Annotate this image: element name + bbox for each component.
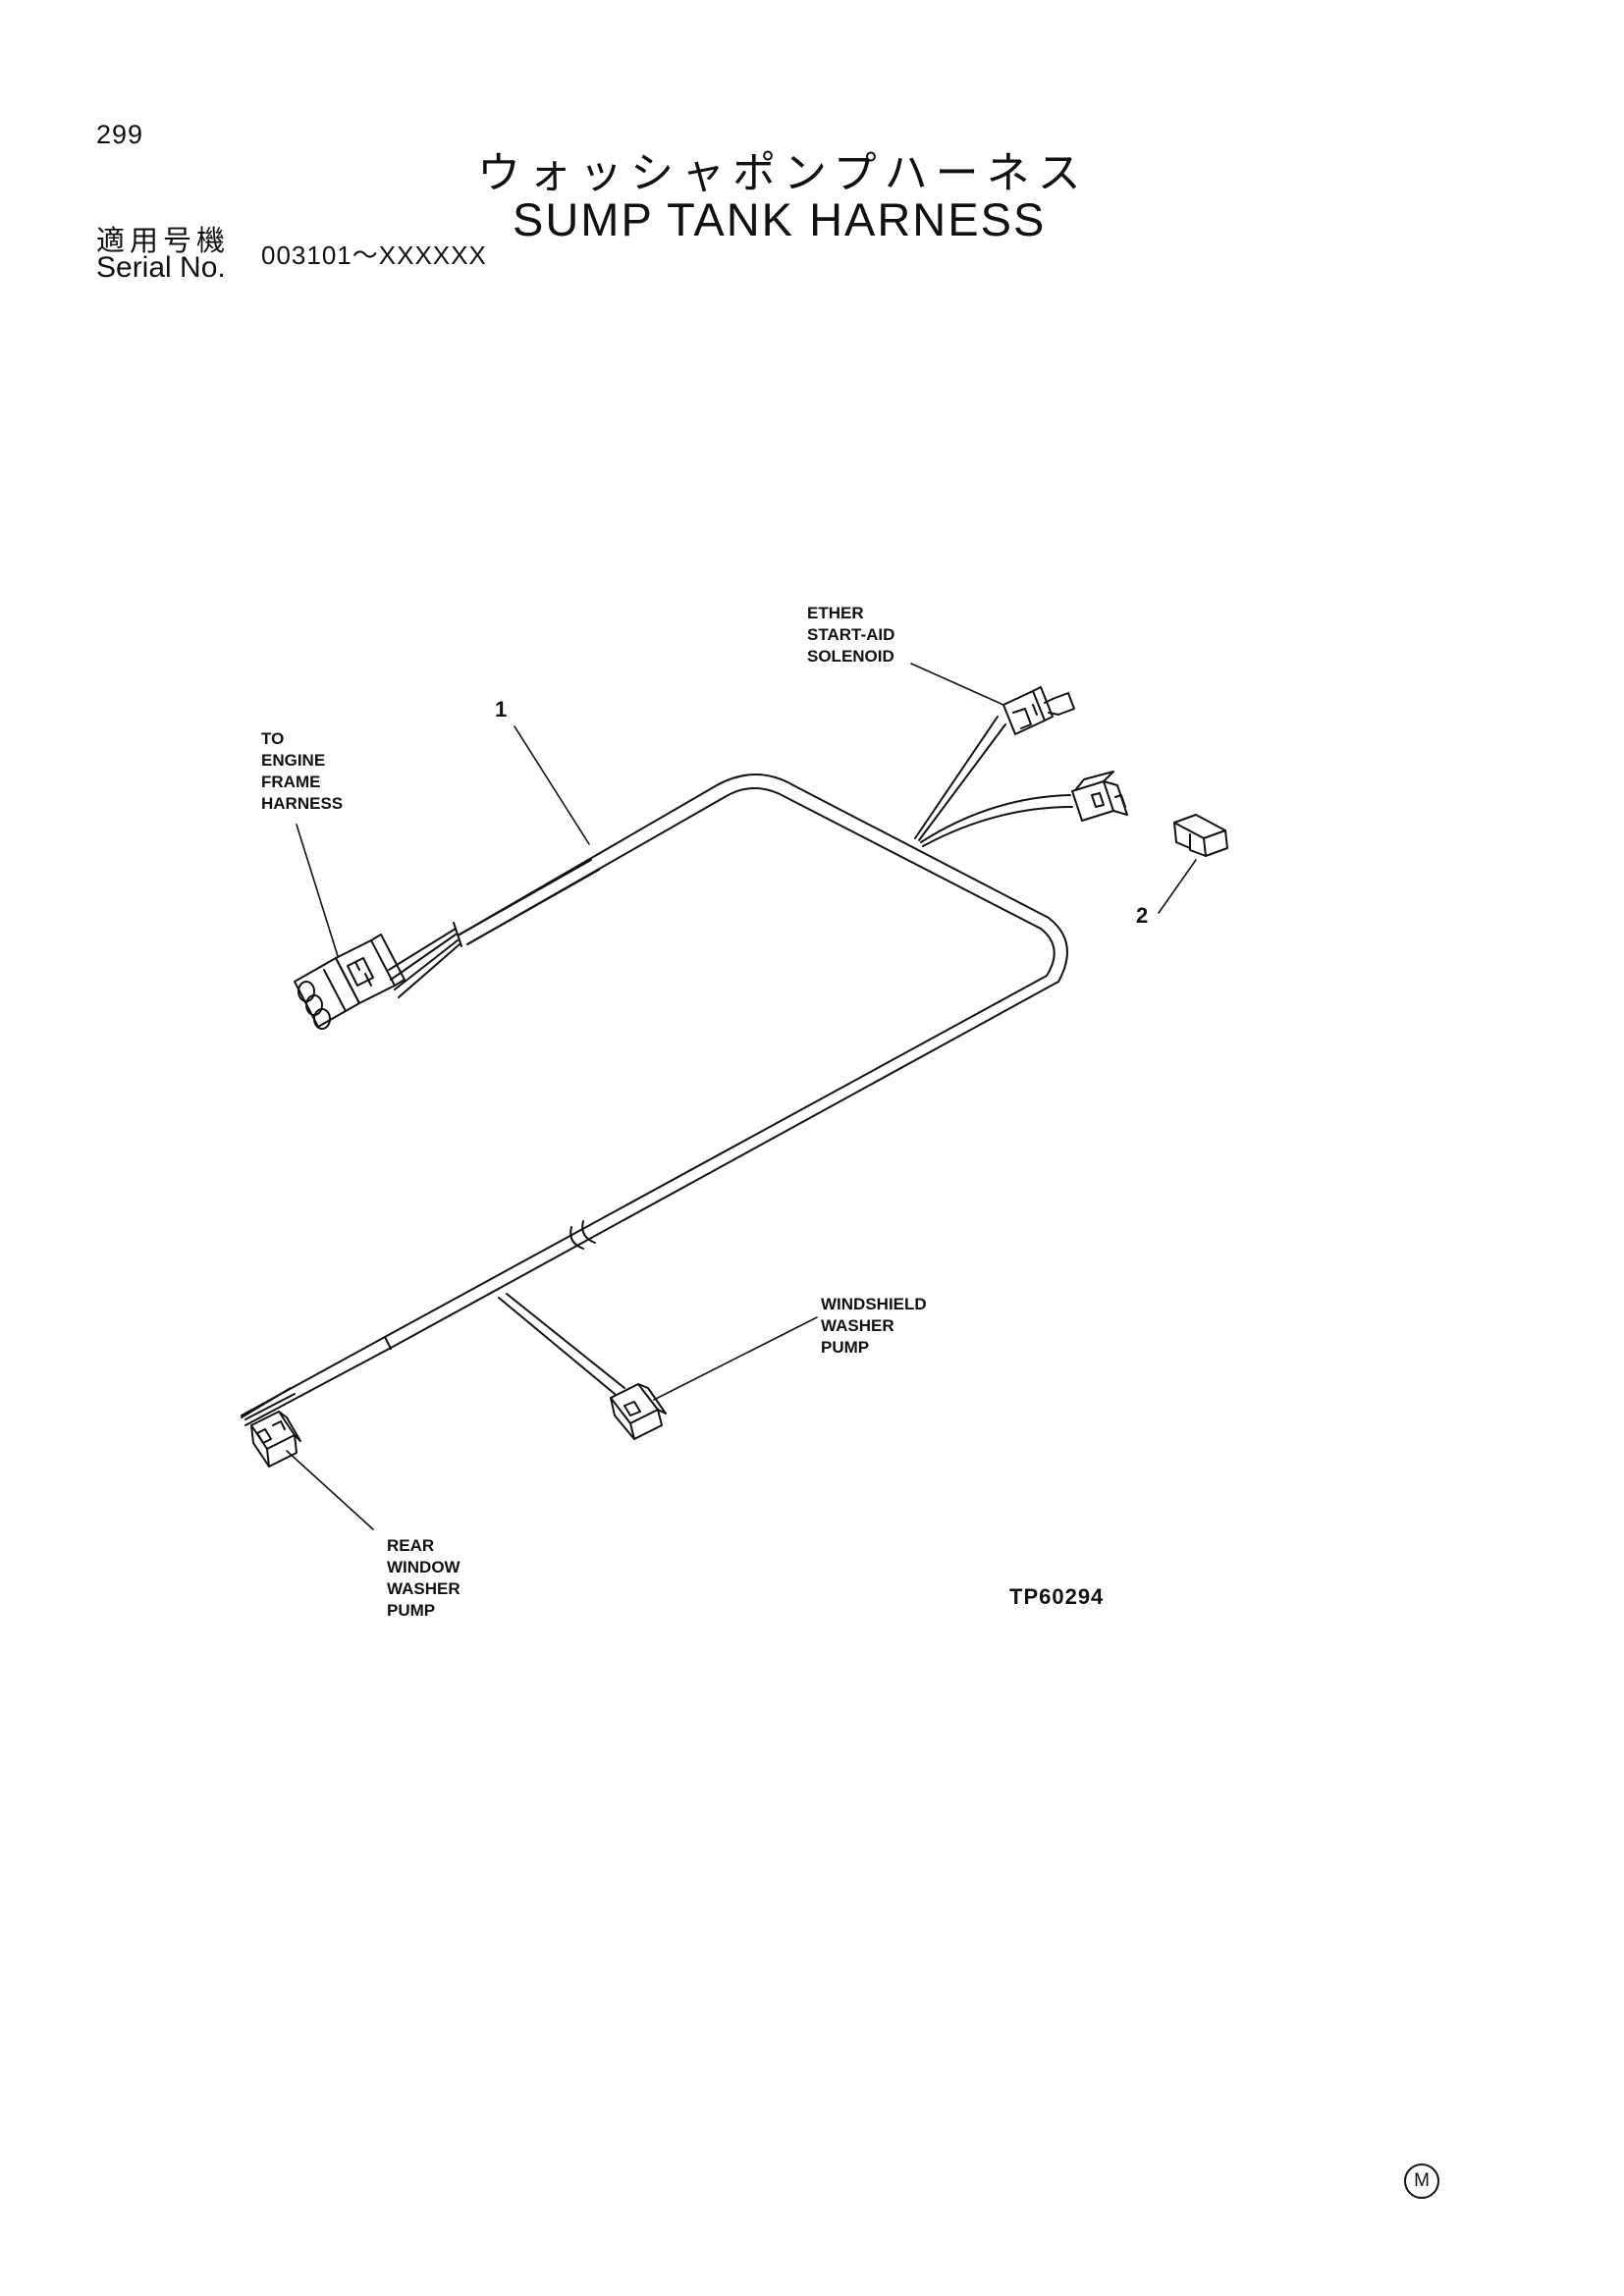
engine-connector-wires	[388, 928, 460, 998]
label-windshield-line-3: PUMP	[821, 1338, 869, 1357]
engine-frame-connector	[294, 934, 406, 1030]
connector-cap-part-2	[1173, 814, 1228, 857]
ether-branch-wires	[914, 716, 1073, 847]
rear-washer-connector	[250, 1411, 301, 1468]
page-number: 299	[96, 120, 144, 149]
rear-branch-wires	[241, 1387, 296, 1420]
sleeve-rear-side	[384, 1336, 392, 1350]
label-rear-line-4: PUMP	[387, 1601, 435, 1620]
figure-code: TP60294	[1009, 1584, 1105, 1609]
leader-part-1	[514, 725, 590, 845]
label-engine-line-1: TO	[261, 729, 284, 748]
label-engine-line-3: FRAME	[261, 773, 320, 791]
leader-ether	[910, 663, 1004, 706]
label-rear-line-1: REAR	[387, 1536, 434, 1555]
serial-label-english: Serial No.	[96, 251, 226, 284]
callout-labels: 1 2 ETHER START-AID SOLENOID TO ENGINE F…	[261, 604, 1148, 1620]
registered-mark-icon: M	[1404, 2163, 1439, 2199]
serial-label-japanese: 適用号機	[96, 224, 231, 257]
windshield-washer-connector	[610, 1383, 667, 1440]
windshield-branch-wires	[498, 1293, 625, 1395]
label-engine-line-4: HARNESS	[261, 794, 343, 813]
leader-lines	[286, 663, 1197, 1530]
label-ether-line-3: SOLENOID	[807, 647, 894, 666]
label-ether-line-2: START-AID	[807, 625, 894, 644]
label-ether-line-1: ETHER	[807, 604, 864, 622]
leader-rear	[286, 1450, 374, 1530]
ether-solenoid-connector	[1002, 686, 1075, 735]
label-windshield-line-1: WINDSHIELD	[821, 1295, 927, 1313]
harness-break-mark	[569, 1220, 596, 1250]
leader-part-2	[1158, 859, 1197, 914]
sleeve-engine-side	[453, 859, 600, 947]
title-japanese: ウォッシャポンプハーネス	[477, 148, 1089, 198]
label-engine-line-2: ENGINE	[261, 751, 325, 770]
main-harness-tube	[241, 774, 1068, 1426]
leader-engine	[296, 824, 339, 957]
serial-range: 003101～XXXXXX	[261, 240, 487, 270]
label-windshield-line-2: WASHER	[821, 1316, 894, 1335]
part-number-2: 2	[1136, 903, 1148, 928]
part-number-1: 1	[495, 697, 507, 721]
label-rear-line-2: WINDOW	[387, 1558, 461, 1576]
title-english: SUMP TANK HARNESS	[513, 193, 1047, 245]
label-rear-line-3: WASHER	[387, 1579, 460, 1598]
secondary-connector	[1071, 771, 1128, 822]
leader-windshield	[653, 1316, 818, 1401]
